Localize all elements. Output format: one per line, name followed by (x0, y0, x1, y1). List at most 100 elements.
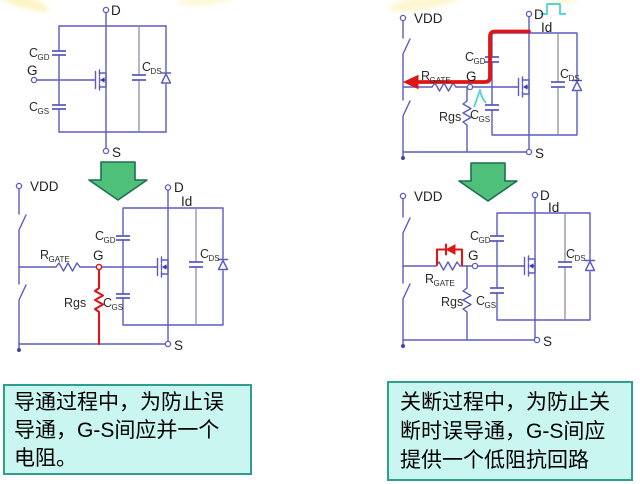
rail-end-dot (401, 344, 405, 348)
circuit-turn-off-protection: VDD D Id S G R GATE Rgs C GD C GS C DS (399, 188, 596, 349)
capacitor-cgs (490, 287, 504, 294)
label-cgs: C (470, 108, 479, 122)
rail-end-dot (401, 156, 405, 160)
terminal-g (471, 262, 479, 270)
capacitor-cgd (485, 56, 499, 63)
label-cgd-sub: GD (38, 53, 50, 62)
capacitor-cds (558, 261, 572, 268)
capacitor-cgs (52, 104, 66, 110)
label-rgate: R (425, 272, 434, 286)
label-vdd: VDD (414, 189, 443, 204)
capacitor-cds (189, 261, 203, 268)
label-cds: C (566, 247, 575, 261)
label-cgd: C (95, 229, 104, 243)
label-cgs: C (476, 294, 485, 308)
mosfet-box (496, 212, 591, 321)
label-cgd: C (465, 50, 474, 64)
label-id: Id (548, 200, 559, 215)
terminal-s (525, 148, 533, 156)
terminal-d (102, 6, 110, 14)
label-cgs: C (29, 100, 38, 114)
label-rgs: Rgs (439, 110, 461, 124)
label-s: S (543, 334, 552, 349)
label-d: D (111, 3, 121, 18)
down-arrow-icon (458, 162, 518, 202)
label-d: D (540, 188, 550, 203)
label-cgs-sub: GS (479, 115, 491, 124)
label-rgate: R (421, 69, 430, 83)
label-cgs-sub: GS (485, 301, 497, 310)
note-line: 导通，G-S间应并一个 (14, 419, 220, 442)
terminal-d (164, 184, 172, 191)
gate-spike-waveform (473, 89, 487, 108)
driver-rail (402, 19, 411, 157)
label-rgate-sub: GATE (49, 255, 70, 264)
label-cgs-sub: GS (38, 107, 50, 116)
label-g: G (27, 63, 38, 78)
rail-end-dot (17, 348, 21, 352)
label-vdd: VDD (414, 11, 443, 26)
circuit-turn-off-transient: VDD D Id S G R GATE Rgs C GD C GS C DS (399, 3, 583, 161)
terminal-vdd (399, 192, 407, 200)
terminal-s (102, 147, 110, 155)
label-d: D (534, 7, 544, 22)
driver-rail (18, 187, 27, 349)
label-cds-sub: DS (569, 74, 580, 83)
terminal-vdd (15, 182, 23, 190)
note-line: 电阻。 (14, 447, 77, 470)
label-cds: C (200, 247, 209, 261)
label-vdd: VDD (30, 179, 59, 194)
capacitor-cgd (116, 235, 130, 241)
label-cgd-sub: GD (479, 236, 491, 245)
note-line: 提供一个低阻抗回路 (400, 449, 589, 472)
label-cgd: C (29, 46, 38, 60)
capacitor-cgd (52, 50, 66, 56)
label-rgate-sub: GATE (434, 279, 455, 288)
resistor-rgs (462, 86, 472, 153)
note-line: 关断过程中，为防止关 (400, 391, 610, 414)
label-cgs-sub: GS (112, 303, 124, 312)
label-cds: C (560, 67, 569, 81)
terminal-s (533, 336, 541, 344)
label-s: S (112, 145, 121, 160)
terminal-d (525, 10, 533, 18)
resistor-rgate (55, 262, 81, 272)
label-id: Id (181, 194, 192, 209)
label-s: S (174, 338, 183, 353)
label-rgate: R (40, 248, 49, 262)
capacitor-cds (132, 74, 146, 81)
terminal-s (164, 340, 172, 348)
capacitor-cgd (490, 235, 504, 242)
label-s: S (535, 146, 544, 161)
label-id: Id (541, 20, 552, 35)
label-cgs: C (103, 296, 112, 310)
down-arrow-icon (88, 161, 148, 201)
label-cds-sub: DS (575, 254, 586, 263)
resistor-rgs-highlighted (93, 268, 105, 346)
note-box-turn-on: 导通过程中，为防止误 导通，G-S间应并一个 电阻。 (3, 384, 252, 475)
mosfet-box (122, 207, 224, 326)
label-rgs: Rgs (64, 296, 86, 310)
label-rgs: Rgs (441, 295, 463, 309)
terminal-g (95, 263, 103, 271)
label-cgd-sub: GD (474, 57, 486, 66)
circuit-parasitic-model: D S G C GD C GS C DS (27, 3, 172, 160)
mosfet-symbol (521, 255, 536, 277)
label-rgate-sub: GATE (430, 76, 451, 85)
mosfet-symbol (515, 76, 530, 98)
terminal-d (531, 191, 539, 199)
driver-rail (402, 197, 411, 345)
note-box-turn-off: 关断过程中，为防止关 断时误导通，G-S间应 提供一个低阻抗回路 (387, 381, 633, 481)
body-diode (584, 259, 596, 272)
body-diode (217, 258, 229, 271)
current-path-red (402, 29, 531, 90)
resistor-rgate (435, 261, 461, 271)
artifact-smudge (546, 0, 578, 4)
label-cds-sub: DS (151, 67, 162, 76)
bypass-diode-red (435, 243, 464, 267)
resistor-rgs (462, 265, 472, 341)
mosfet-symbol (154, 256, 169, 278)
label-g: G (93, 248, 104, 263)
